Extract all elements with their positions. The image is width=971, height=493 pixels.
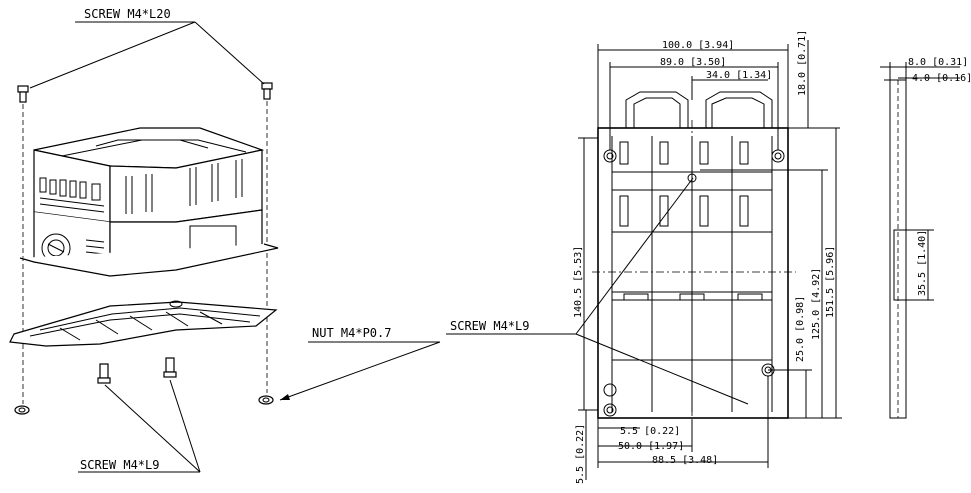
label-nut: NUT M4*P0.7 bbox=[312, 326, 391, 340]
svg-text:25.0 [0.98]: 25.0 [0.98] bbox=[795, 296, 806, 362]
drive-body bbox=[19, 127, 279, 277]
svg-text:5.5 [0.22]: 5.5 [0.22] bbox=[620, 426, 680, 437]
svg-text:88.5 [3.48]: 88.5 [3.48] bbox=[652, 455, 718, 466]
nut-right bbox=[258, 395, 274, 405]
mounting-holes bbox=[603, 149, 785, 417]
screw-bottom-right bbox=[163, 357, 177, 378]
vents-front bbox=[39, 177, 105, 213]
exploded-view bbox=[9, 21, 441, 473]
svg-text:8.0 [0.31]: 8.0 [0.31] bbox=[908, 57, 968, 68]
screw-top-right bbox=[261, 82, 273, 393]
svg-text:18.0 [0.71]: 18.0 [0.71] bbox=[797, 30, 808, 96]
plate-front-view bbox=[592, 91, 796, 420]
nut-left bbox=[14, 405, 30, 415]
screw-top-left bbox=[17, 85, 29, 404]
base-plate bbox=[9, 300, 278, 347]
svg-text:125.0 [4.92]: 125.0 [4.92] bbox=[811, 268, 822, 340]
label-screw-top: SCREW M4*L20 bbox=[84, 7, 171, 21]
svg-text:100.0 [3.94]: 100.0 [3.94] bbox=[662, 40, 734, 51]
svg-text:151.5 [5.96]: 151.5 [5.96] bbox=[825, 246, 836, 318]
svg-text:34.0 [1.34]: 34.0 [1.34] bbox=[706, 70, 772, 81]
screw-bottom-left bbox=[97, 363, 111, 384]
svg-text:4.0 [0.16]: 4.0 [0.16] bbox=[912, 73, 971, 84]
label-screw-mid: SCREW M4*L9 bbox=[450, 319, 529, 333]
svg-text:5.5 [0.22]: 5.5 [0.22] bbox=[575, 424, 586, 484]
front-dimensions: 100.0 [3.94] 89.0 [3.50] 34.0 [1.34] 18.… bbox=[573, 30, 842, 484]
plate-grid bbox=[611, 136, 773, 412]
svg-text:50.0 [1.97]: 50.0 [1.97] bbox=[618, 441, 684, 452]
label-screw-bottom: SCREW M4*L9 bbox=[80, 458, 159, 472]
svg-text:140.5 [5.53]: 140.5 [5.53] bbox=[573, 246, 584, 318]
svg-text:89.0 [3.50]: 89.0 [3.50] bbox=[660, 57, 726, 68]
plate-side-view: 8.0 [0.31] 4.0 [0.16] 35.5 [1.40] bbox=[880, 57, 971, 419]
svg-text:35.5 [1.40]: 35.5 [1.40] bbox=[917, 230, 928, 296]
vents-right bbox=[125, 159, 243, 214]
